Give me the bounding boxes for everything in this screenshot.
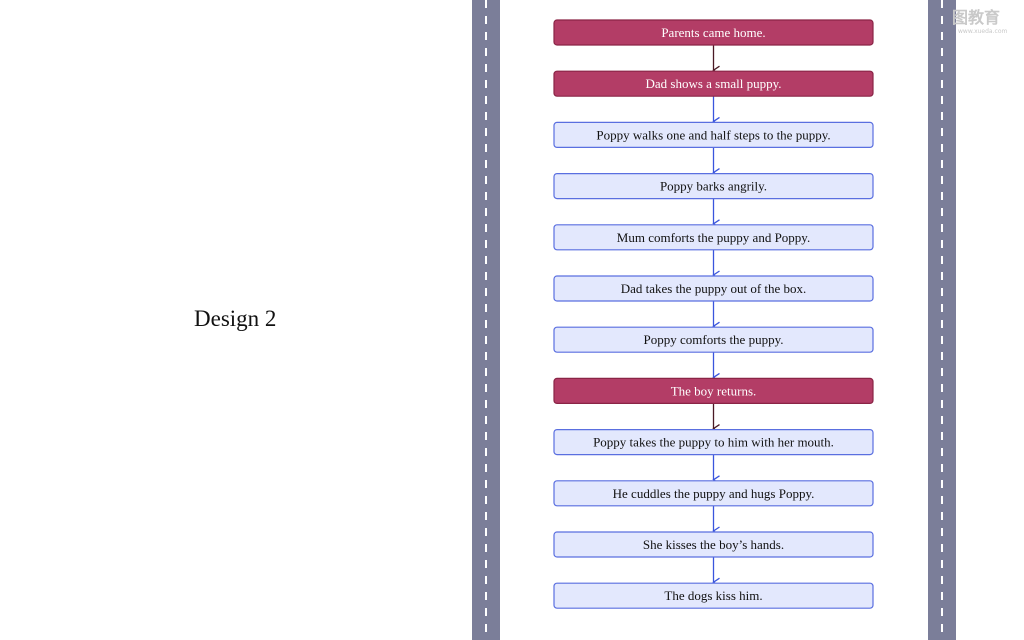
flow-step-text: Poppy walks one and half steps to the pu… <box>596 127 830 142</box>
flow-step-text: Dad takes the puppy out of the box. <box>621 281 807 296</box>
flow-step-box <box>553 70 874 97</box>
flow-step-box <box>553 173 874 200</box>
flow-step-text: Poppy takes the puppy to him with her mo… <box>593 435 834 450</box>
right-road-lane-marking <box>941 0 943 640</box>
flow-step-box <box>553 377 874 404</box>
flow-step-box <box>553 582 874 609</box>
flow-step-text: Mum comforts the puppy and Poppy. <box>617 230 810 245</box>
flow-step-2: Dad shows a small puppy. <box>553 70 874 97</box>
watermark-text: 图教育 <box>952 8 1001 27</box>
flow-step-4: Poppy barks angrily. <box>553 173 874 200</box>
flow-step-box <box>553 121 874 149</box>
flow-step-box <box>553 429 874 456</box>
flow-step-text: Poppy barks angrily. <box>660 179 767 194</box>
flow-step-text: Parents came home. <box>661 25 765 40</box>
flow-step-text: The dogs kiss him. <box>664 588 762 603</box>
flow-step-box <box>553 275 874 302</box>
watermark-logo: 图教育 www.xueda.com <box>952 8 1012 35</box>
flow-step-text: She kisses the boy’s hands. <box>643 537 784 552</box>
flow-step-text: The boy returns. <box>671 383 757 398</box>
flow-step-box <box>553 224 874 251</box>
left-road-lane-marking <box>485 0 487 640</box>
flow-step-box <box>553 480 874 507</box>
flow-step-1: Parents came home. <box>553 19 874 46</box>
flow-step-12: The dogs kiss him. <box>553 582 874 609</box>
flow-step-10: He cuddles the puppy and hugs Poppy. <box>553 480 874 507</box>
flow-step-9: Poppy takes the puppy to him with her mo… <box>553 429 874 456</box>
flow-step-7: Poppy comforts the puppy. <box>553 326 874 353</box>
flow-step-5: Mum comforts the puppy and Poppy. <box>553 224 874 251</box>
flow-step-8: The boy returns. <box>553 377 874 404</box>
watermark-url: www.xueda.com <box>958 28 1008 35</box>
design-label: Design 2 <box>194 306 277 331</box>
flow-step-text: Poppy comforts the puppy. <box>644 332 784 347</box>
flow-step-text: He cuddles the puppy and hugs Poppy. <box>613 486 815 501</box>
flow-step-text: Dad shows a small puppy. <box>645 76 781 91</box>
flow-step-3: Poppy walks one and half steps to the pu… <box>553 121 874 149</box>
left-road <box>472 0 500 640</box>
flow-step-box <box>553 326 874 353</box>
flow-step-box <box>553 19 874 46</box>
flow-step-11: She kisses the boy’s hands. <box>553 531 874 558</box>
flow-step-6: Dad takes the puppy out of the box. <box>553 275 874 302</box>
flow-step-box <box>553 531 874 558</box>
right-road <box>928 0 956 640</box>
